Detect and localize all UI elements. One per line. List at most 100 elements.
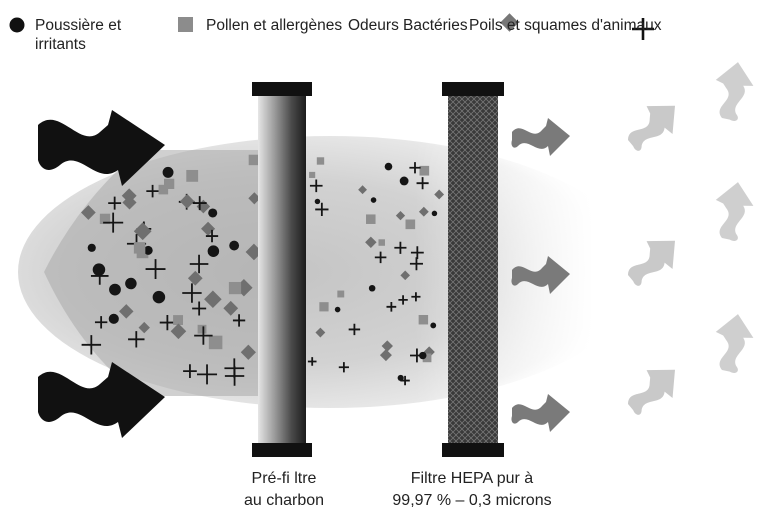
dust-particle [370, 197, 377, 203]
bacteria-particle [379, 349, 392, 362]
legend-dust-label-2: irritants [35, 36, 86, 53]
pet-dander-particle [338, 362, 349, 373]
pet-dander-particle [197, 364, 218, 385]
pet-dander-particle [232, 314, 246, 327]
clean-air-arrow-fading [627, 369, 676, 415]
dust-particle [399, 176, 409, 186]
pollen-particle [186, 169, 199, 182]
pollen-particle [316, 157, 325, 165]
pet-dander-particle [183, 364, 197, 378]
dust-particle [162, 166, 174, 178]
clean-air-arrow-rising [715, 182, 754, 241]
clean-air-arrow-fading [627, 105, 676, 151]
pet-dander-particle [394, 241, 407, 254]
incoming-air-arrows [38, 110, 165, 438]
bacteria-particle [179, 194, 195, 209]
clean-air-arrow-rising [715, 314, 754, 373]
bacteria-particle [133, 222, 152, 241]
pet-dander-particle [386, 301, 397, 312]
pet-dander-particle [189, 254, 209, 274]
pollen-particle [197, 324, 207, 334]
dust-particle [92, 263, 106, 276]
bacteria-particle [381, 340, 393, 352]
dust-particle [125, 277, 137, 290]
dust-particle [314, 198, 321, 205]
pollen-particle [405, 219, 416, 230]
pollen-particle [366, 214, 376, 224]
pollen-particle [418, 314, 429, 325]
hepa-caption: Filtre HEPA pur à 99,97 % – 0,3 microns [372, 468, 572, 512]
dust-particle [208, 208, 218, 218]
pollen-particle [422, 353, 432, 363]
pet-dander-particle [400, 375, 410, 386]
pet-dander-particle [205, 229, 219, 243]
pet-dander-particle [81, 335, 102, 355]
pollen-particle [133, 242, 146, 254]
legend-dust-label-1: Poussière et [35, 17, 122, 34]
legend-symbols [9, 13, 654, 40]
prefilter-caption-line-2: au charbon [243, 492, 325, 509]
pollen-particle [319, 302, 329, 312]
pollen-particle [337, 290, 345, 298]
carbon-prefilter [252, 82, 312, 457]
legend-pollen-label: Pollen et allergènes [206, 17, 343, 34]
dust-particle [368, 284, 376, 292]
pet-dander-particle [411, 292, 421, 302]
dust-particle [229, 240, 240, 251]
bacteria-particle [358, 185, 367, 195]
bacteria-particle [365, 236, 377, 249]
dust-particle [419, 351, 427, 360]
bacteria-particle [122, 195, 137, 210]
pet-dander-particle [128, 331, 145, 348]
pet-dander-particle [192, 196, 207, 211]
bacteria-particle [315, 327, 326, 338]
pet-dander-particle [103, 212, 124, 233]
bacteria-legend-icon [500, 13, 519, 32]
pollen-legend-icon [178, 17, 193, 32]
incoming-arrow-bottom [38, 362, 165, 438]
pollen-particle [378, 239, 385, 246]
pet-dander-particle [194, 326, 213, 345]
pet-dander-particle [309, 179, 323, 193]
pollen-particle [158, 184, 169, 195]
pet-dander-particle [108, 196, 122, 210]
pollen-particle [173, 315, 184, 325]
pollen-particle [309, 171, 316, 178]
clean-air-arrow [511, 394, 570, 432]
dust-particle [109, 283, 121, 296]
legend: Poussière et irritants Pollen et allergè… [0, 0, 762, 70]
pet-dander-particle [409, 257, 423, 271]
pet-dander-particle [374, 251, 387, 264]
bacteria-particle [138, 321, 150, 334]
pollen-particle [419, 165, 430, 176]
dust-particle [143, 245, 153, 255]
dust-legend-icon [9, 17, 25, 33]
pet-dander-particle [182, 283, 202, 303]
legend-pet-label: Poils et squames d'animaux [469, 17, 662, 34]
pollen-particle [228, 281, 242, 295]
particle-group [81, 154, 445, 386]
dust-particle [384, 162, 393, 171]
clean-air-arrow [511, 118, 570, 156]
hepa-caption-line-1: Filtre HEPA pur à [410, 470, 534, 487]
pet-dander-particle [159, 314, 176, 331]
pet-dander-legend-icon [632, 18, 654, 40]
dust-particle [334, 306, 341, 313]
dust-particle [207, 245, 220, 257]
clean-air-arrows [511, 62, 754, 432]
pet-dander-particle [398, 295, 408, 305]
bacteria-particle [187, 270, 203, 286]
pet-dander-particle [416, 177, 429, 190]
pet-dander-particle [145, 259, 166, 280]
pollen-particle [99, 213, 111, 225]
pet-dander-particle [307, 357, 317, 366]
bacteria-particle [81, 205, 96, 220]
incoming-arrow-top [38, 110, 165, 186]
hepa-caption-line-2: 99,97 % – 0,3 microns [392, 492, 552, 509]
dust-particle [430, 322, 437, 329]
clean-air-arrow-rising [715, 62, 754, 121]
prefilter-caption-line-1: Pré-fi ltre [251, 470, 317, 487]
legend-bacteria-label: Bactéries [403, 17, 468, 34]
legend-odors-label: Odeurs [348, 17, 399, 34]
